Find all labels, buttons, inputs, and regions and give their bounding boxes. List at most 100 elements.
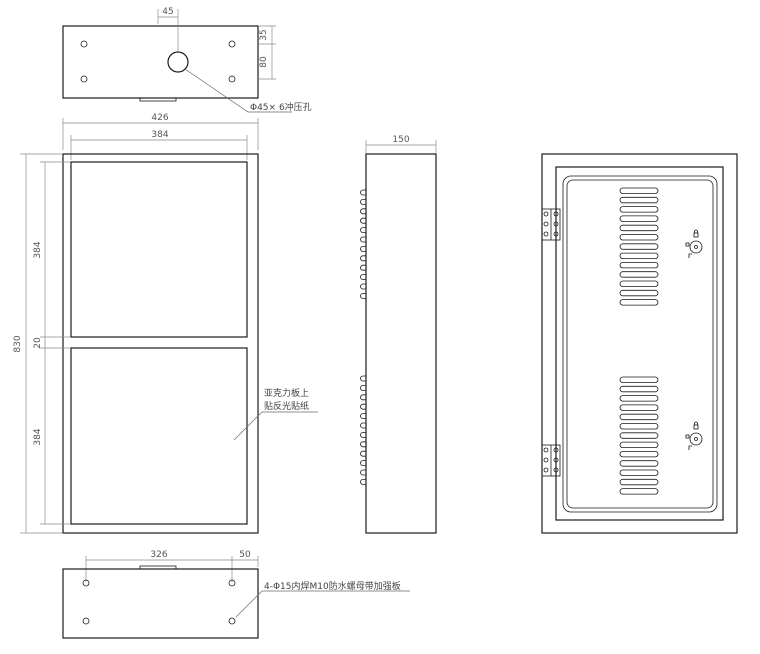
door-panel-outer — [562, 175, 718, 513]
louver-slot — [619, 224, 659, 232]
dim-text-45: 45 — [162, 7, 173, 17]
lock-keyhole-icon — [694, 245, 698, 249]
side-vent-notch — [360, 469, 366, 476]
louver-slot — [619, 413, 659, 421]
hinge-screw — [543, 447, 549, 453]
lock-upper — [685, 229, 703, 258]
louver-slot — [619, 478, 659, 486]
side-vent-notch — [360, 217, 366, 224]
hinge-screw — [543, 221, 549, 227]
side-view-outline — [365, 153, 437, 534]
side-vent-notch — [360, 479, 366, 485]
louver-slot — [619, 460, 659, 467]
bottom-mount-hole — [228, 579, 236, 587]
side-vents — [360, 189, 366, 485]
hinge-screw — [543, 457, 549, 463]
lock-lower — [685, 421, 703, 450]
bottom-mount-hole — [82, 579, 90, 587]
louver-slot — [619, 395, 659, 402]
hinge-screw — [553, 211, 559, 217]
front-view: 426 384 830 384 20 384 亚克力板上 贴反光贴纸 — [13, 113, 318, 534]
side-view: 150 — [360, 135, 437, 534]
top-mount-hole — [228, 75, 236, 83]
dim-text-150: 150 — [392, 135, 409, 145]
side-vent-notch — [360, 264, 366, 271]
hinge-screw — [553, 467, 559, 473]
top-view-tab — [139, 97, 177, 102]
hinge-lower — [541, 444, 561, 477]
bottom-view-outline — [62, 568, 259, 639]
louver-slot — [619, 441, 659, 449]
dim-text-426: 426 — [151, 113, 168, 123]
louver-slot — [619, 423, 659, 430]
louver-slot — [619, 280, 659, 287]
lock-closed-icon — [693, 232, 699, 238]
dim-text-830: 830 — [13, 335, 23, 352]
side-vent-notch — [360, 189, 366, 196]
lock-keyhole-icon — [694, 437, 698, 441]
dim-text-50: 50 — [239, 550, 251, 560]
louver-slot — [619, 469, 659, 476]
lock-rotate-icon — [685, 434, 690, 439]
louver-slot — [619, 234, 659, 241]
dim-text-384-upper: 384 — [33, 241, 43, 258]
side-vent-notch — [360, 375, 366, 382]
panel-note-line1: 亚克力板上 — [264, 387, 309, 399]
hinge-screw — [553, 221, 559, 227]
side-vent-notch — [360, 385, 366, 391]
lock-open-icon — [688, 445, 692, 450]
louver-slot — [619, 196, 659, 204]
side-vent-notch — [360, 236, 366, 243]
side-vent-notch — [360, 283, 366, 290]
louver-slot — [619, 376, 659, 383]
side-vent-notch — [360, 274, 366, 280]
louver-slot — [619, 404, 659, 411]
lock-rotate-icon — [685, 242, 690, 247]
hinge-upper — [541, 208, 561, 241]
hinge-screw — [543, 467, 549, 473]
louver-slot — [619, 252, 659, 260]
louver-slot — [619, 385, 659, 393]
top-mount-hole — [80, 40, 88, 48]
side-vent-notch — [360, 293, 366, 299]
louver-slot — [619, 432, 659, 439]
side-vent-notch — [360, 450, 366, 457]
top-view: 45 35 80 Φ45× 6冲压孔 — [62, 7, 312, 113]
bottom-note-text: 4-Φ15内焊M10防水螺母带加强板 — [264, 580, 401, 592]
lock-cylinder-icon — [689, 240, 703, 254]
top-mount-hole — [80, 75, 88, 83]
louver-slot — [619, 215, 659, 222]
door-view-outline — [541, 153, 738, 534]
side-vent-notch — [360, 208, 366, 215]
dim-text-20: 20 — [33, 337, 43, 349]
hole-note-leader — [184, 68, 292, 113]
side-vent-notch — [360, 403, 366, 410]
side-vent-notch — [360, 422, 366, 429]
door-louvers — [619, 187, 659, 495]
louver-slot — [619, 450, 659, 458]
side-vent-notch — [360, 246, 366, 252]
lock-open-icon — [688, 253, 692, 258]
bottom-mount-hole — [82, 617, 90, 625]
panel-note-leader — [233, 411, 263, 441]
louver-slot — [619, 206, 659, 213]
side-vent-notch — [360, 199, 366, 205]
bottom-view: 326 50 4-Φ15内焊M10防水螺母带加强板 — [62, 550, 410, 639]
top-view-outline — [62, 25, 259, 99]
front-view-outline — [62, 153, 259, 534]
side-vent-notch — [360, 460, 366, 466]
side-vent-notch — [360, 255, 366, 262]
side-vent-notch — [360, 227, 366, 233]
door-view — [541, 153, 738, 534]
dim-text-80: 80 — [259, 56, 269, 68]
dim-text-384: 384 — [151, 130, 168, 140]
louver-slot — [619, 488, 659, 495]
dim-text-35: 35 — [259, 29, 269, 40]
hinge-screw — [543, 211, 549, 217]
door-panel-inner — [566, 179, 714, 509]
hinge-screw — [553, 457, 559, 463]
louver-slot — [619, 261, 659, 269]
bottom-mount-hole — [228, 617, 236, 625]
hinge-screw — [553, 231, 559, 237]
